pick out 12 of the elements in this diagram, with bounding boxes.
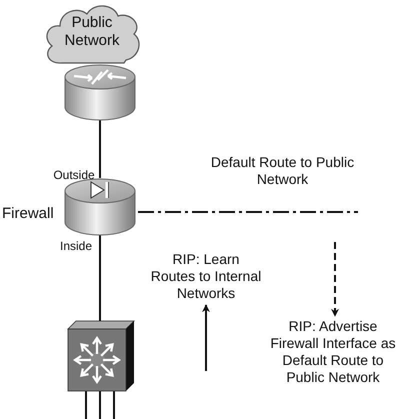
- dashed-line: [331, 242, 339, 317]
- interface-label: Inside: [58, 238, 94, 255]
- device-label: Firewall: [2, 205, 54, 223]
- dashed-line: [138, 211, 358, 213]
- connector-line: [99, 235, 101, 321]
- connector-line: [99, 119, 101, 178]
- annotation-text: RIP: Advertise Firewall Interface as Default Route to Public Network: [268, 318, 398, 388]
- cloud-label: Public Network: [63, 14, 120, 50]
- route-label: Default Route to Public Network: [210, 154, 356, 188]
- annotation-text: RIP: Learn Routes to Internal Networks: [150, 251, 262, 303]
- connector-line: [202, 304, 210, 371]
- interface-label: Outside: [52, 167, 96, 184]
